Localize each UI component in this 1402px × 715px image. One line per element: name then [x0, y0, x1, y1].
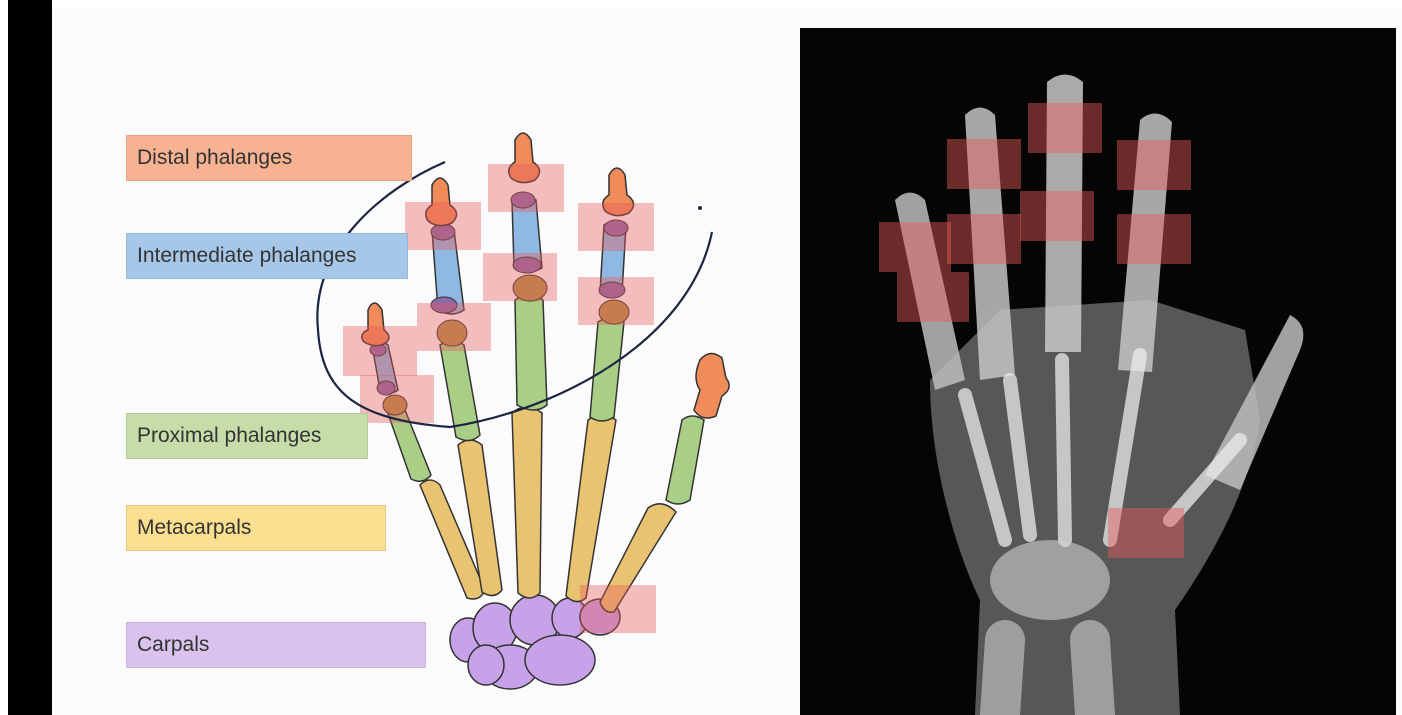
label-metacarpals: Metacarpals: [126, 505, 386, 551]
label-proximal-phalanges: Proximal phalanges: [126, 413, 368, 459]
label-intermediate-phalanges: Intermediate phalanges: [126, 233, 408, 279]
label-distal-phalanges: Distal phalanges: [126, 135, 412, 181]
label-carpals: Carpals: [126, 622, 426, 668]
annotation-dot: [698, 206, 702, 210]
xray-image: [800, 28, 1396, 715]
